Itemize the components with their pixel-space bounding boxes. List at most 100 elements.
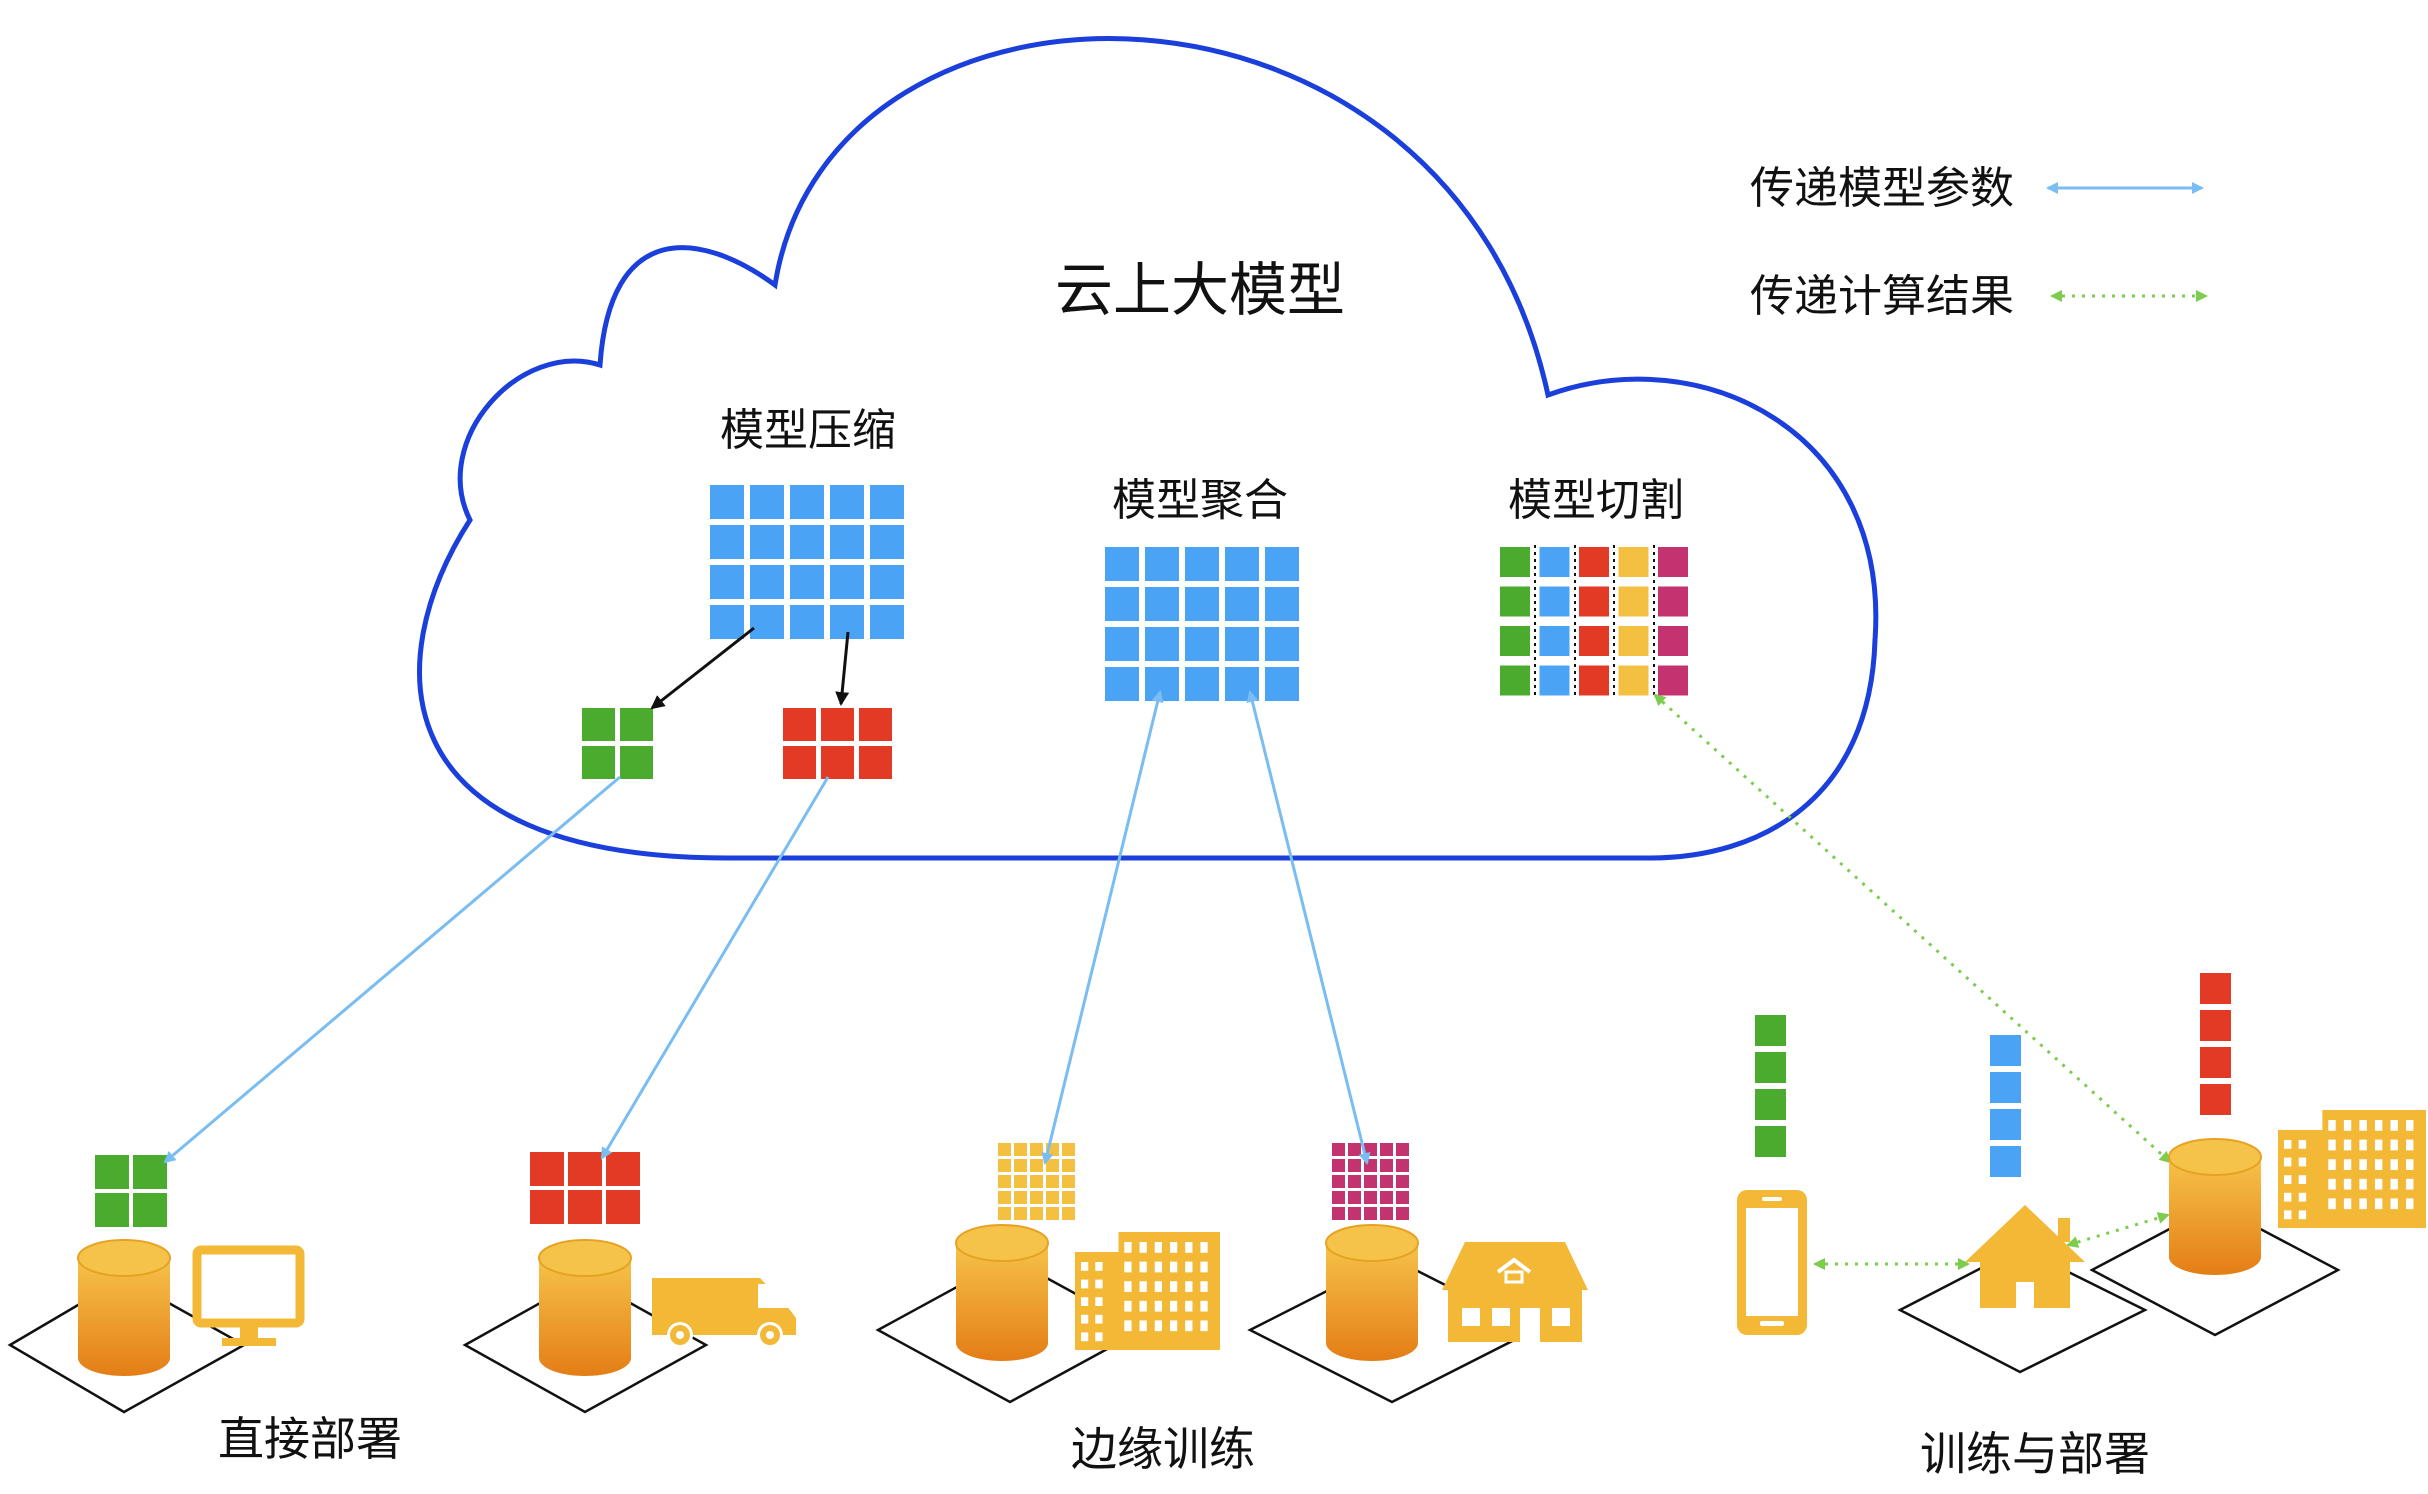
cloud-title: 云上大模型 (1055, 256, 1345, 324)
direct-red-grid-cell (568, 1190, 602, 1224)
direct-red-grid (530, 1152, 640, 1224)
partition-grid-cell (1618, 626, 1649, 656)
partition-grid-cell (1618, 547, 1649, 577)
aggregation-grid-cell (1265, 587, 1299, 621)
edge-magenta-grid-cell (1348, 1175, 1361, 1188)
edge-magenta-grid-cell (1332, 1159, 1345, 1172)
compressed-red-grid-cell (821, 746, 854, 779)
edge-yellow-grid-cell (1014, 1143, 1027, 1156)
module-compression-label: 模型压缩 (720, 405, 896, 456)
edge-magenta-grid-cell (1332, 1175, 1345, 1188)
van-icon (652, 1278, 796, 1348)
compress-arrow-green (650, 626, 755, 710)
edge-yellow-grid-cell (1046, 1207, 1059, 1220)
edge-yellow-grid-cell (1014, 1207, 1027, 1220)
compression-grid-cell (710, 605, 744, 639)
edge-yellow-grid-cell (1046, 1191, 1059, 1204)
office-building-icon-2 (2278, 1110, 2426, 1228)
compressed-red-grid-cell (821, 708, 854, 741)
partition-grid-cell (1658, 547, 1688, 577)
aggregation-grid-cell (1185, 547, 1219, 581)
compression-grid-cell (830, 485, 864, 519)
compressed-green-grid-cell (620, 708, 653, 741)
partition-grid-cell (1658, 665, 1688, 696)
edge-yellow-grid-cell (1014, 1175, 1027, 1188)
direct-green-grid-cell (133, 1155, 167, 1189)
monitor-icon (192, 1245, 305, 1346)
param-arrow-edge-magenta (1246, 690, 1371, 1165)
office-red-column (2200, 973, 2231, 1115)
home-blue-column-cell (1990, 1072, 2021, 1103)
edge-magenta-grid-cell (1396, 1143, 1409, 1156)
home-blue-column-cell (1990, 1146, 2021, 1177)
edge-magenta-grid (1332, 1143, 1409, 1220)
database-direct-2 (538, 1239, 632, 1376)
aggregation-grid-cell (1185, 587, 1219, 621)
edge-magenta-grid-cell (1396, 1191, 1409, 1204)
edge-magenta-grid-cell (1380, 1159, 1393, 1172)
compression-grid-cell (830, 525, 864, 559)
edge-magenta-grid-cell (1348, 1143, 1361, 1156)
aggregation-grid-cell (1145, 587, 1179, 621)
param-arrow-direct-green (163, 775, 621, 1164)
partition-grid-cell (1539, 626, 1570, 656)
edge-magenta-grid-cell (1364, 1175, 1377, 1188)
edge-yellow-grid-cell (1062, 1191, 1075, 1204)
compression-grid-cell (870, 525, 904, 559)
aggregation-grid-cell (1145, 627, 1179, 661)
office-red-column-cell (2200, 973, 2231, 1004)
edge-magenta-grid-cell (1332, 1191, 1345, 1204)
database-edge-1 (955, 1224, 1049, 1361)
home-blue-column-cell (1990, 1035, 2021, 1066)
compression-grid-cell (750, 605, 784, 639)
direct-red-grid-cell (606, 1190, 640, 1224)
home-icon (1965, 1205, 2085, 1308)
phone-green-column-cell (1755, 1126, 1786, 1157)
edge-magenta-grid-cell (1380, 1207, 1393, 1220)
compressed-red-grid-cell (859, 746, 892, 779)
compressed-red-grid-cell (859, 708, 892, 741)
compression-grid-cell (750, 525, 784, 559)
direct-green-grid (95, 1155, 167, 1227)
compress-arrow-red (835, 631, 850, 706)
compression-grid-cell (790, 565, 824, 599)
edge-yellow-grid-cell (998, 1143, 1011, 1156)
legend-results-label: 传递计算结果 (1750, 271, 2014, 322)
phone-green-column (1755, 1015, 1786, 1157)
partition-grid-cell (1500, 586, 1530, 617)
legend-params-label: 传递模型参数 (1750, 163, 2014, 214)
aggregation-grid-cell (1105, 587, 1139, 621)
aggregation-grid-cell (1145, 667, 1179, 701)
partition-grid-cell (1658, 586, 1688, 617)
phone-icon (1737, 1190, 1807, 1335)
partition-grid-cell (1500, 626, 1530, 656)
edge-yellow-grid-cell (1062, 1159, 1075, 1172)
section-direct-label: 直接部署 (218, 1412, 402, 1466)
compression-grid-cell (790, 485, 824, 519)
edge-yellow-grid (998, 1143, 1075, 1220)
compression-grid-cell (790, 525, 824, 559)
aggregation-grid-cell (1225, 627, 1259, 661)
edge-magenta-grid-cell (1380, 1175, 1393, 1188)
edge-yellow-grid-cell (1062, 1143, 1075, 1156)
aggregation-grid-cell (1265, 667, 1299, 701)
aggregation-grid-cell (1225, 587, 1259, 621)
compressed-green-grid-cell (582, 708, 615, 741)
edge-yellow-grid-cell (1030, 1175, 1043, 1188)
aggregation-grid-cell (1265, 627, 1299, 661)
edge-yellow-grid-cell (1030, 1159, 1043, 1172)
house-icon (1442, 1242, 1588, 1342)
compressed-green-grid-cell (620, 746, 653, 779)
partition-grid-cell (1539, 547, 1570, 577)
param-arrow-direct-red (600, 776, 830, 1160)
partition-grid-cell (1579, 665, 1609, 696)
partition-grid-cell (1618, 586, 1649, 617)
partition-grid-cell (1658, 626, 1688, 656)
direct-red-grid-cell (606, 1152, 640, 1186)
home-blue-column-cell (1990, 1109, 2021, 1140)
compression-grid-cell (790, 605, 824, 639)
edge-yellow-grid-cell (998, 1207, 1011, 1220)
compression-grid-cell (710, 485, 744, 519)
partition-grid-cell (1579, 547, 1609, 577)
